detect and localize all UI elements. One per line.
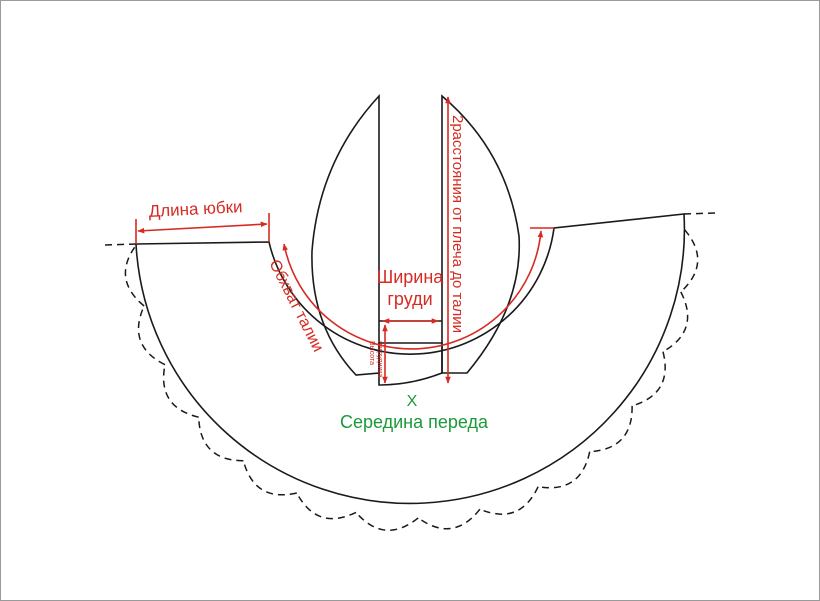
scallop	[242, 460, 297, 496]
scalloped-hem	[104, 212, 718, 531]
waist-girth-arc	[282, 230, 544, 350]
scallop	[197, 417, 244, 462]
bib-height-label-line2: нагрудника	[376, 341, 383, 377]
strap-length-label: 2расстояния от плеча до талии	[449, 115, 466, 333]
bib-piece	[378, 342, 443, 386]
skirt-outline	[135, 213, 686, 505]
scallop	[417, 508, 481, 530]
center-front-label: Середина переда	[340, 412, 489, 432]
scallop	[137, 305, 166, 366]
scallop	[662, 291, 689, 353]
scallop	[631, 351, 666, 407]
scallop	[537, 451, 591, 489]
scallop	[163, 364, 199, 418]
scallop	[124, 243, 145, 307]
scallop	[296, 492, 357, 520]
skirt-length-label: Длина юбки	[148, 197, 243, 221]
chest-width-label-line2: груди	[387, 289, 432, 309]
chest-width-label-line1: Ширина	[377, 267, 445, 287]
hem-extension-left	[104, 243, 137, 246]
hem-extension-right	[683, 212, 718, 215]
left-strap	[311, 93, 380, 376]
scallop	[355, 511, 419, 531]
scallop	[479, 486, 539, 515]
scallop	[589, 405, 633, 453]
skirt-length-arrow	[137, 221, 268, 234]
scallop	[680, 229, 699, 293]
bib-height-label-line1: Высота	[368, 341, 375, 365]
center-mark: X	[407, 393, 418, 410]
